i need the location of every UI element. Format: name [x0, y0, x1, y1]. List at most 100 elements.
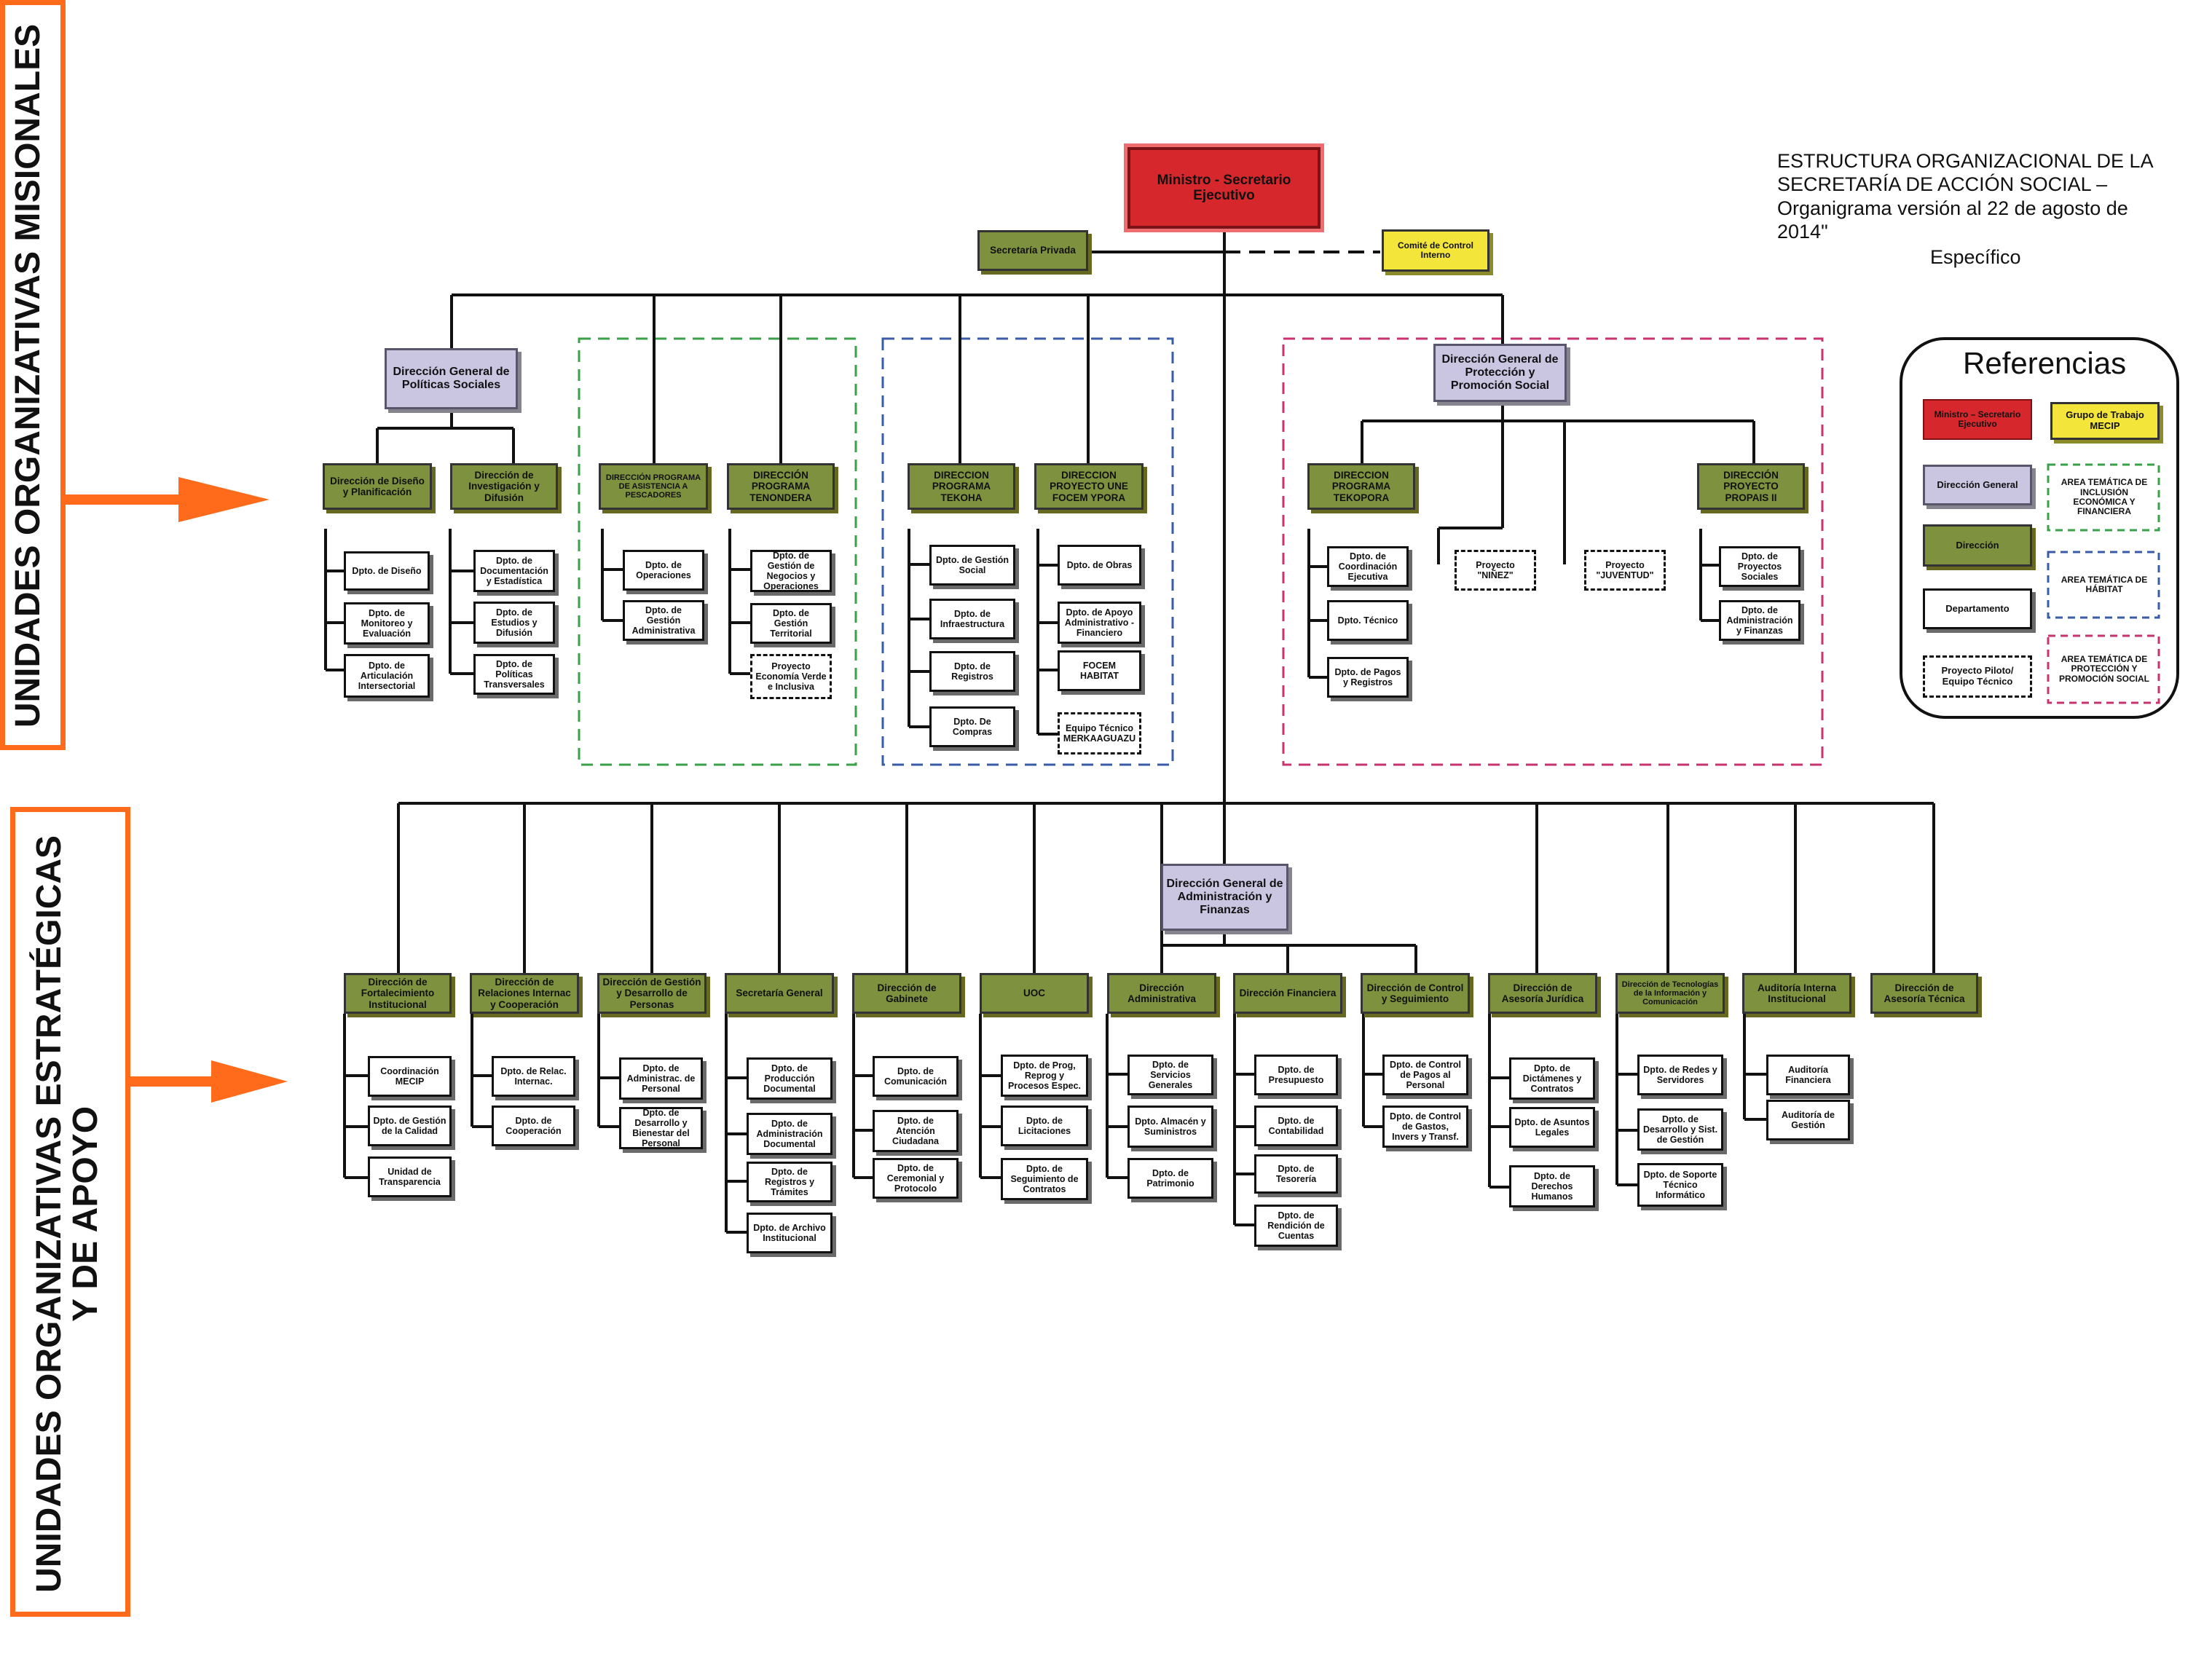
- dir-investigacion-box: Dirección de Investigación y Difusión: [450, 463, 558, 510]
- dir-pescadores-box: DIRECCIÓN PROGRAMA DE ASISTENCIA A PESCA…: [599, 463, 708, 510]
- dir-propais-box: DIRECCIÓN PROYECTO PROPAIS II: [1697, 463, 1805, 510]
- dpto-licitaciones-box: Dpto. de Licitaciones: [1001, 1106, 1088, 1146]
- dpto-dictamenes-box: Dpto. de Dictámenes y Contratos: [1509, 1057, 1595, 1100]
- dpto-contabilidad-box: Dpto. de Contabilidad: [1254, 1106, 1338, 1146]
- dir-focem-box: DIRECCION PROYECTO UNE FOCEM YPORA: [1034, 463, 1144, 510]
- dir-fortalecimiento-box: Dirección de Fortalecimiento Institucion…: [344, 973, 452, 1014]
- dpto-estudios-box: Dpto. de Estudios y Difusión: [473, 602, 555, 644]
- proy-juventud-box: Proyecto "JUVENTUD": [1584, 550, 1666, 591]
- dpto-bienestar-box: Dpto. de Desarrollo y Bienestar del Pers…: [619, 1107, 703, 1149]
- secretaria-privada-box: Secretaría Privada: [977, 230, 1088, 271]
- dpto-gestion-admin-box: Dpto. de Gestión Administrativa: [623, 600, 704, 641]
- ministro-box: Ministro - Secretario Ejecutivo: [1127, 147, 1320, 229]
- dpto-coordinacion-box: Dpto. de Coordinación Ejecutiva: [1327, 546, 1409, 587]
- ref-grupo-trabajo: Grupo de Trabajo MECIP: [2050, 402, 2160, 440]
- dpto-redes-box: Dpto. de Redes y Servidores: [1637, 1055, 1723, 1095]
- estrategicas-label: UNIDADES ORGANIZATIVAS ESTRATÉGICAS Y DE…: [30, 835, 111, 1593]
- dpto-servicios-box: Dpto. de Servicios Generales: [1127, 1055, 1213, 1095]
- estrategicas-label-line2: Y DE APOYO: [66, 1106, 106, 1323]
- dpto-territorial-box: Dpto. de Gestión Territorial: [750, 603, 832, 644]
- ref-ministro: Ministro – Secretario Ejecutivo: [1923, 399, 2032, 440]
- dpto-soporte-box: Dpto. de Soporte Técnico Informático: [1637, 1163, 1723, 1207]
- dg-proteccion-box: Dirección General de Protección y Promoc…: [1433, 344, 1567, 402]
- dpto-prog-box: Dpto. de Prog, Reprog y Procesos Espec.: [1001, 1055, 1088, 1097]
- dpto-tecnico-box: Dpto. Técnico: [1327, 600, 1409, 641]
- ref-area-inclusion: AREA TEMÁTICA DE INCLUSIÓN ECONÓMICA Y F…: [2061, 477, 2148, 517]
- equipo-merka-box: Equipo Técnico MERKAAGUAZU: [1058, 712, 1141, 754]
- dpto-adm-documental-box: Dpto. de Administración Documental: [747, 1113, 833, 1155]
- dpto-tramites-box: Dpto. de Registros y Trámites: [747, 1162, 833, 1202]
- page-title: ESTRUCTURA ORGANIZACIONAL DE LA SECRETAR…: [1777, 149, 2185, 244]
- dpto-obras-box: Dpto. de Obras: [1058, 545, 1141, 586]
- dir-control-box: Dirección de Control y Seguimiento: [1361, 973, 1470, 1014]
- ref-area-proteccion: AREA TEMÁTICA DE PROTECCIÓN Y PROMOCIÓN …: [2058, 653, 2149, 684]
- dpto-patrimonio-box: Dpto. de Patrimonio: [1127, 1158, 1213, 1199]
- orange-arrows: [66, 477, 288, 1103]
- uoc-box: UOC: [980, 973, 1089, 1014]
- dir-diseno-box: Dirección de Diseño y Planificación: [323, 463, 432, 510]
- auditoria-gestion-box: Auditoría de Gestión: [1766, 1100, 1850, 1140]
- dpto-almacen-box: Dpto. Almacén y Suministros: [1127, 1106, 1213, 1148]
- dpto-derechos-humanos-box: Dpto. de Derechos Humanos: [1509, 1165, 1595, 1207]
- ref-direccion-general: Dirección General: [1923, 465, 2032, 505]
- dpto-asuntos-legales-box: Dpto. de Asuntos Legales: [1509, 1107, 1595, 1148]
- dir-tenondera-box: DIRECCIÓN PROGRAMA TENONDERA: [727, 463, 835, 510]
- dpto-adm-personal-box: Dpto. de Administrac. de Personal: [619, 1057, 703, 1100]
- proy-ninez-box: Proyecto "NIÑEZ": [1455, 550, 1536, 591]
- references-title: Referencias: [1963, 346, 2127, 380]
- dpto-atencion-box: Dpto. de Atención Ciudadana: [873, 1110, 959, 1152]
- misionales-frame: [0, 0, 66, 750]
- dir-tekopora-box: DIRECCION PROGRAMA TEKOPORA: [1307, 463, 1415, 510]
- dpto-seguimiento-contratos-box: Dpto. de Seguimiento de Contratos: [1001, 1158, 1088, 1200]
- unidad-transparencia-box: Unidad de Transparencia: [368, 1156, 452, 1197]
- dpto-operaciones-box: Dpto. de Operaciones: [623, 550, 704, 591]
- misionales-label: UNIDADES ORGANIZATIVAS MISIONALES: [9, 23, 47, 728]
- dir-juridica-box: Dirección de Asesoría Jurídica: [1488, 973, 1597, 1014]
- dpto-negocios-box: Dpto. de Gestión de Negocios y Operacion…: [750, 550, 832, 592]
- dir-personas-box: Dirección de Gestión y Desarrollo de Per…: [597, 973, 706, 1014]
- dpto-relac-box: Dpto. de Relac. Internac.: [492, 1056, 575, 1097]
- dpto-archivo-box: Dpto. de Archivo Institucional: [747, 1213, 833, 1253]
- dir-relaciones-box: Dirección de Relaciones Internac y Coope…: [470, 973, 579, 1014]
- title-line3: Organigrama versión al 22 de agosto de: [1777, 197, 2128, 219]
- dpto-pagos-box: Dpto. de Pagos y Registros: [1327, 657, 1409, 698]
- comite-control-box: Comité de Control Interno: [1382, 229, 1489, 272]
- dg-admin-box: Dirección General de Administración y Fi…: [1161, 864, 1288, 931]
- area-proteccion-frame: [1282, 337, 1824, 766]
- proy-economia-box: Proyecto Economía Verde e Inclusiva: [750, 654, 832, 699]
- title-line2: SECRETARÍA DE ACCIÓN SOCIAL –: [1777, 173, 2108, 196]
- dir-administrativa-box: Dirección Administrativa: [1107, 973, 1216, 1014]
- dpto-produccion-box: Dpto. de Producción Documental: [747, 1057, 833, 1100]
- dir-asesoria-tecnica-box: Dirección de Asesoría Técnica: [1870, 973, 1978, 1014]
- dpto-comunicacion-box: Dpto. de Comunicación: [873, 1056, 959, 1097]
- title-line4: 2014": [1777, 221, 1828, 243]
- sec-general-box: Secretaría General: [725, 973, 834, 1014]
- estrategicas-frame: [10, 807, 130, 1617]
- dir-tekoha-box: DIRECCION PROGRAMA TEKOHA: [908, 463, 1015, 510]
- dpto-gestion-social-box: Dpto. de Gestión Social: [929, 545, 1015, 586]
- dpto-presupuesto-box: Dpto. de Presupuesto: [1254, 1055, 1338, 1095]
- dir-tecnologias-box: Dirección de Tecnologías de la Informaci…: [1615, 973, 1725, 1014]
- dg-politicas-box: Dirección General de Políticas Sociales: [385, 348, 518, 409]
- dpto-cooperacion-box: Dpto. de Cooperación: [492, 1106, 575, 1146]
- coord-mecip-box: Coordinación MECIP: [368, 1056, 452, 1097]
- dir-financiera-box: Dirección Financiera: [1233, 973, 1342, 1014]
- dpto-articulacion-box: Dpto. de Articulación Intersectorial: [344, 654, 430, 698]
- dpto-ceremonial-box: Dpto. de Ceremonial y Protocolo: [873, 1158, 959, 1199]
- ref-direccion: Dirección: [1923, 524, 2032, 567]
- dpto-politicas-box: Dpto. de Políticas Transversales: [473, 654, 555, 695]
- dpto-infraestructura-box: Dpto. de Infraestructura: [929, 599, 1015, 639]
- ref-departamento: Departamento: [1923, 588, 2032, 629]
- dpto-tesoreria-box: Dpto. de Tesorería: [1254, 1154, 1338, 1194]
- focem-habitat-box: FOCEM HABITAT: [1058, 650, 1141, 691]
- estrategicas-label-line1: UNIDADES ORGANIZATIVAS ESTRATÉGICAS: [30, 835, 68, 1593]
- dpto-admin-finanzas-box: Dpto. de Administración y Finanzas: [1719, 600, 1800, 641]
- dpto-proyectos-sociales-box: Dpto. de Proyectos Sociales: [1719, 546, 1800, 587]
- auditoria-interna-box: Auditoría Interna Institucional: [1742, 973, 1851, 1014]
- dpto-apoyo-box: Dpto. de Apoyo Administrativo - Financie…: [1058, 602, 1141, 644]
- dpto-monitoreo-box: Dpto. de Monitoreo y Evaluación: [344, 602, 430, 645]
- auditoria-financiera-box: Auditoría Financiera: [1766, 1055, 1850, 1095]
- dpto-calidad-box: Dpto. de Gestión de la Calidad: [368, 1106, 452, 1146]
- dpto-control-gastos-box: Dpto. de Control de Gastos, Invers y Tra…: [1382, 1106, 1468, 1148]
